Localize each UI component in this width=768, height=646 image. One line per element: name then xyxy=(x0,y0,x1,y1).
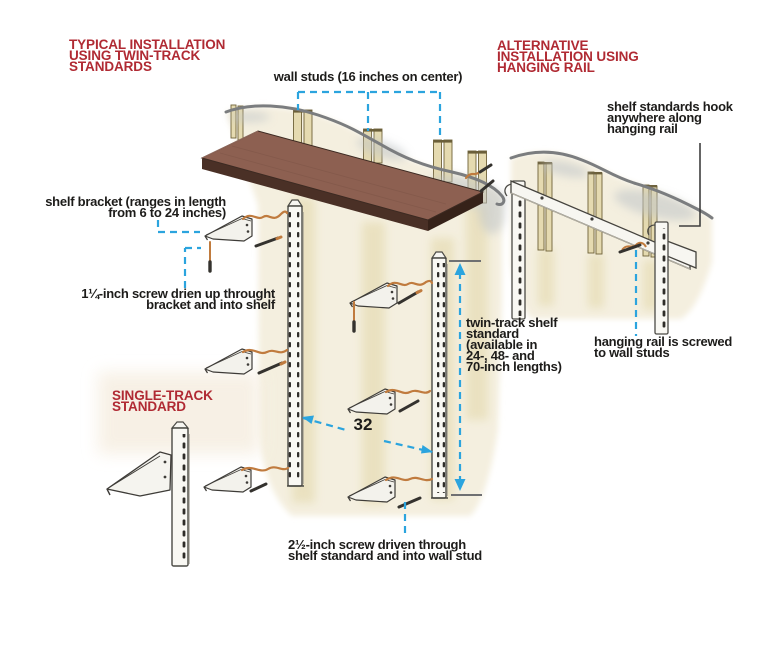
copper-squiggles xyxy=(240,171,480,482)
title-typical-line2: USING TWIN-TRACK xyxy=(69,47,201,63)
title-alt-line1: ALTERNATIVE xyxy=(497,38,589,53)
dimension-32-value: 32 xyxy=(353,415,373,434)
shelf-board xyxy=(200,130,485,231)
label-screw-through: 2½-inch screw driven through shelf stand… xyxy=(288,537,482,563)
title-alt-line3: HANGING RAIL xyxy=(497,59,595,75)
label-hanging-rail-screwed: hanging rail is screwed to wall studs xyxy=(594,334,733,360)
shelf-bracket-2 xyxy=(204,348,253,375)
hanging-rail-assembly xyxy=(504,180,697,335)
leader-shelf-bracket xyxy=(156,220,200,234)
wall-edge-shadows xyxy=(230,112,696,234)
single-track-bracket xyxy=(106,451,172,497)
shelf-bracket-3 xyxy=(203,466,252,493)
title-typical-line3: STANDARDS xyxy=(69,58,152,74)
title-alt-line2: INSTALLATION USING xyxy=(497,48,639,64)
twin-track-standard-left xyxy=(286,199,304,487)
hanging-standard-left xyxy=(504,180,526,320)
label-shelf-standards-hook: shelf standards hook anywhere along hang… xyxy=(607,99,733,136)
leader-wall-studs xyxy=(296,90,442,140)
leader-screw-up xyxy=(183,246,201,288)
dimension-arrowheads xyxy=(302,263,466,491)
hanging-rail-screw xyxy=(618,241,647,254)
dimension-ticks xyxy=(449,260,482,496)
title-typical-installation: TYPICAL INSTALLATION USING TWIN-TRACK ST… xyxy=(69,37,226,74)
screws xyxy=(208,163,495,509)
hanging-standard-right xyxy=(647,221,669,335)
twin-track-standard-right xyxy=(430,251,448,499)
corner-bracket-leader xyxy=(679,143,701,227)
label-wall-studs: wall studs (16 inches on center) xyxy=(273,69,463,84)
label-shelf-bracket: shelf bracket (ranges in length from 6 t… xyxy=(45,194,226,220)
wall-edge-wave xyxy=(224,104,714,220)
title-single-track-standard: SINGLE-TRACK STANDARD xyxy=(112,388,213,414)
title-alternative-installation: ALTERNATIVE INSTALLATION USING HANGING R… xyxy=(497,38,639,75)
title-typical-line1: TYPICAL INSTALLATION xyxy=(69,37,226,52)
label-twin-track-standard: twin-track shelf standard (available in … xyxy=(466,315,562,374)
single-track-standard xyxy=(106,421,190,567)
label-screw-up: 1¼-inch screw drien up throught bracket … xyxy=(81,286,275,312)
